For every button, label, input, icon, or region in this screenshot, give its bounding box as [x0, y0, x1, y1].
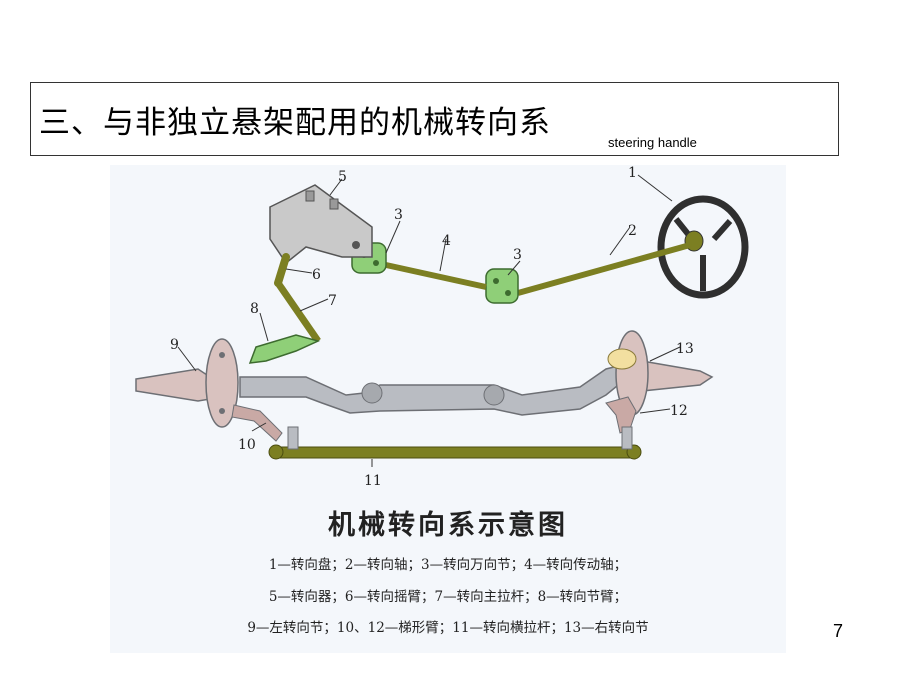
- front-axle-beam: [239, 364, 629, 416]
- part-number-9: 9: [170, 337, 179, 353]
- part-number-13: 13: [676, 341, 694, 357]
- steering-shaft: [517, 242, 691, 296]
- part-number-3a: 3: [394, 207, 403, 223]
- part-number-1: 1: [628, 165, 637, 181]
- drag-link: [275, 281, 321, 343]
- steering-gear-box: [269, 184, 373, 265]
- legend-line-1: 1—转向盘；2—转向轴；3—转向万向节；4—转向传动轴；: [268, 557, 628, 573]
- steering-system-figure: 1 2 3 3 4 5 6 7 8 9 10 11 12 13 机械转向系示意图…: [110, 165, 786, 653]
- page-number: 7: [833, 621, 844, 641]
- leader-lines: [177, 174, 681, 467]
- part-number-2: 2: [628, 223, 637, 239]
- part-number-12: 12: [670, 403, 688, 419]
- part-number-6: 6: [312, 267, 321, 283]
- left-steering-knuckle: [135, 338, 239, 428]
- slide-subtitle: steering handle: [608, 135, 697, 150]
- part-number-10: 10: [238, 437, 256, 453]
- part-number-5: 5: [338, 169, 347, 185]
- pitman-arm: [274, 253, 290, 287]
- slide-title-box: 三、与非独立悬架配用的机械转向系 steering handle: [30, 82, 839, 156]
- part-number-8: 8: [250, 301, 259, 317]
- intermediate-shaft: [385, 262, 487, 290]
- steering-diagram: 1 2 3 3 4 5 6 7 8 9 10 11 12 13: [135, 165, 749, 489]
- part-number-11: 11: [364, 473, 382, 489]
- steering-knuckle-arm: [248, 334, 321, 364]
- figure-caption: 机械转向系示意图: [328, 510, 568, 541]
- legend-line-3: 9—左转向节；10、12—梯形臂；11—转向横拉杆；13—右转向节: [247, 620, 649, 636]
- part-number-7: 7: [328, 293, 337, 309]
- legend-line-2: 5—转向器；6—转向摇臂；7—转向主拉杆；8—转向节臂；: [268, 589, 628, 605]
- tie-rod: [268, 426, 642, 460]
- left-trapezoid-arm: [231, 404, 283, 442]
- slide-title: 三、与非独立悬架配用的机械转向系: [39, 105, 551, 141]
- part-number-3b: 3: [513, 247, 522, 263]
- part-number-4: 4: [442, 233, 451, 249]
- universal-joint-right: [485, 268, 519, 304]
